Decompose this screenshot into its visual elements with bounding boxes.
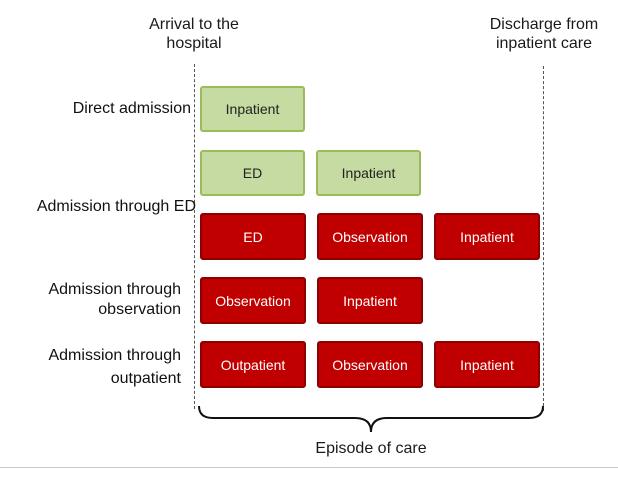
row-label-admission-through-outpatient: Admission through outpatient (48, 347, 181, 387)
discharge-boundary-line (543, 66, 544, 411)
bottom-divider (0, 467, 618, 468)
box-inpatient: Inpatient (200, 86, 305, 132)
box-observation: Observation (317, 213, 423, 260)
box-inpatient: Inpatient (434, 341, 540, 388)
box-observation: Observation (200, 277, 306, 324)
arrival-label: Arrival to the hospital (149, 16, 239, 52)
box-inpatient: Inpatient (434, 213, 540, 260)
box-observation: Observation (317, 341, 423, 388)
episode-brace (198, 405, 544, 433)
box-inpatient: Inpatient (316, 150, 421, 196)
box-ed: ED (200, 150, 305, 196)
row-label-admission-through-ed: Admission through ED (36, 198, 196, 215)
box-inpatient: Inpatient (317, 277, 423, 324)
row-label-direct-admission: Direct admission (72, 100, 191, 117)
episode-of-care-label: Episode of care (315, 440, 427, 457)
arrival-boundary-line (194, 64, 195, 409)
box-ed: ED (200, 213, 306, 260)
row-label-admission-through-observation: Admission through observation (48, 281, 181, 318)
discharge-label: Discharge from inpatient care (489, 16, 599, 52)
box-outpatient: Outpatient (200, 341, 306, 388)
